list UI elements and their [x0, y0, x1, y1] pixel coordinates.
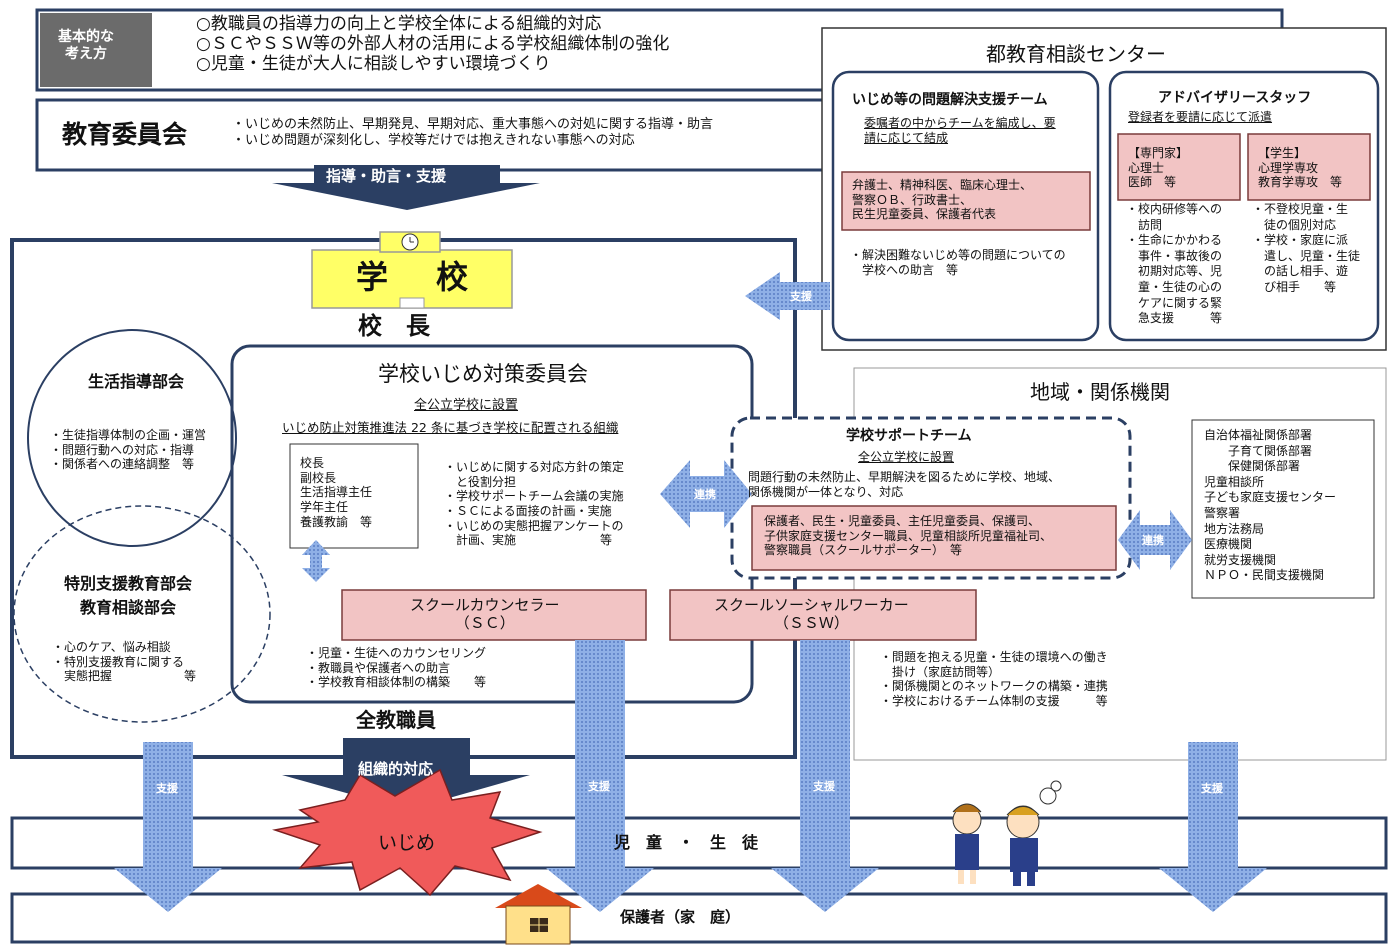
- committee-link-label: 連携: [694, 488, 716, 501]
- org-response-arrow: [282, 738, 530, 810]
- region-list-box: [1191, 419, 1375, 599]
- board-lines: ・いじめの未然防止、早期発見、早期対応、重大事態への対処に関する指導・助言 ・い…: [232, 117, 714, 148]
- seikatsu-lines: ・生徒指導体制の企画・運営 ・問題行動への対応・指導 ・関係者への連絡調整 等: [50, 428, 207, 472]
- support-team-desc: 問題行動の未然防止、早期解決を図るために学校、地域、 関係機関が一体となり、対応: [748, 470, 1061, 499]
- ijime-label: いじめ: [378, 832, 436, 854]
- org-response-label: 組織的対応: [358, 760, 434, 778]
- support-team-sub: 全公立学校に設置: [858, 450, 955, 464]
- tokubetsu-circle: [13, 505, 271, 723]
- basic-label-bg: [40, 13, 152, 87]
- basic-label: 基本的な 考え方: [58, 29, 114, 63]
- committee-members-box: [289, 443, 419, 549]
- house-roof: [495, 884, 582, 908]
- student-notes: ・不登校児童・生 徒の個別対応 ・学校・家庭に派 遣し、児童・生徒 の話し相手、…: [1252, 202, 1361, 294]
- support-label-region: 支援: [1201, 782, 1223, 795]
- tokubetsu-lines: ・心のケア、悩み相談 ・特別支援教育に関する 実態把握 等: [52, 640, 197, 684]
- school-label-2: 校: [436, 258, 469, 296]
- seikatsu-circle: [27, 329, 237, 547]
- expert-box-text: 【専門家】 心理士 医師 等: [1128, 146, 1189, 190]
- expert-notes: ・校内研修等への 訪問 ・生命にかかわる 事件・事故後の 初期対応等、児 童・生…: [1126, 202, 1223, 326]
- advisory-title: アドバイザリースタッフ: [1158, 90, 1312, 106]
- ssw-lines: ・問題を抱える児童・生徒の環境への働き 掛け（家庭訪問等） ・関係機関とのネット…: [880, 650, 1108, 708]
- team-members: 弁護士、精神科医、臨床心理士、 警察ＯＢ、行政書士、 民生児童委員、保護者代表: [852, 178, 1033, 222]
- region-list: 自治体福祉関係部署 子育て関係部署 保健関係部署 児童相談所 子ども家庭支援セン…: [1204, 428, 1337, 583]
- support-label-ssw: 支援: [813, 780, 835, 793]
- school-door: [399, 297, 425, 309]
- support-arrow-ssw: [771, 640, 879, 912]
- children-illustration: [952, 780, 1062, 886]
- region-title: 地域・関係機関: [1030, 380, 1170, 404]
- committee-members: 校長 副校長 生活指導主任 学年主任 養護教諭 等: [300, 456, 373, 529]
- region-link-label: 連携: [1142, 534, 1164, 547]
- expert-box: [1117, 133, 1241, 201]
- support-members-box: [751, 505, 1117, 571]
- support-team-title: 学校サポートチーム: [846, 428, 972, 444]
- guardians-band: [10, 892, 1388, 944]
- committee-sub1: 全公立学校に設置: [414, 398, 519, 413]
- board-arrow-label: 指導・助言・支援: [326, 167, 447, 185]
- team-note: ・解決困難ないじめ等の問題についての 学校への助言 等: [850, 248, 1066, 277]
- team-title: いじめ等の問題解決支援チーム: [852, 92, 1048, 108]
- link-arrow-region: [1118, 510, 1192, 570]
- sc-title: スクールカウンセラー （ＳＣ）: [410, 596, 560, 633]
- link-arrow-committee: [660, 460, 752, 528]
- team-members-box: [841, 171, 1091, 231]
- advisory-sub: 登録者を要請に応じて派遣: [1128, 110, 1273, 124]
- all-staff-label: 全教職員: [356, 708, 436, 732]
- committee-title: 学校いじめ対策委員会: [378, 362, 588, 386]
- center-arrow-label: 支援: [790, 290, 812, 303]
- students-label: 児 童 ・ 生 徒: [614, 833, 759, 852]
- guardians-label: 保護者（家 庭）: [620, 908, 741, 926]
- sc-lines: ・児童・生徒へのカウンセリング ・教職員や保護者への助言 ・学校教育相談体制の構…: [306, 646, 487, 690]
- center-title: 都教育相談センター: [986, 42, 1166, 66]
- basic-lines: ○教職員の指導力の向上と学校全体による組織的対応 ○ＳＣやＳＳＷ等の外部人材の活…: [196, 14, 670, 75]
- support-arrow-sc: [546, 640, 654, 912]
- support-arrow-1: [114, 742, 222, 912]
- school-label-1: 学: [356, 258, 389, 296]
- students-band: [10, 816, 1388, 870]
- sc-box: [341, 589, 647, 641]
- support-arrow-region: [1159, 742, 1267, 912]
- center-support-arrow: [745, 272, 830, 320]
- student-box-text: 【学生】 心理学専攻 教育学専攻 等: [1258, 146, 1343, 190]
- ssw-box: [669, 589, 977, 641]
- board-down-arrow: [272, 165, 540, 210]
- support-label-sc: 支援: [588, 780, 610, 793]
- principal-label: 校 長: [358, 312, 430, 340]
- board-title: 教育委員会: [62, 120, 188, 149]
- committee-sub2: いじめ防止対策推進法 22 条に基づき学校に配置される組織: [282, 420, 619, 435]
- board-frame: [35, 98, 829, 172]
- committee-tasks: ・いじめに関する対応方針の策定 と役割分担 ・学校サポートチーム会議の実施 ・Ｓ…: [444, 460, 625, 548]
- ijime-burst: [272, 768, 543, 897]
- ssw-title: スクールソーシャルワーカー （ＳＳＷ）: [714, 596, 909, 633]
- tokubetsu-title: 特別支援教育部会 教育相談部会: [64, 574, 193, 617]
- student-box: [1247, 133, 1371, 201]
- support-label-1: 支援: [156, 782, 178, 795]
- committee-updown-arrow: [302, 540, 330, 582]
- support-team-members: 保護者、民生・児童委員、主任児童委員、保護司、 子供家庭支援センター職員、児童相…: [764, 514, 1053, 558]
- seikatsu-title: 生活指導部会: [88, 372, 185, 391]
- team-sub: 委嘱者の中からチームを編成し、要 請に応じて結成: [864, 116, 1056, 145]
